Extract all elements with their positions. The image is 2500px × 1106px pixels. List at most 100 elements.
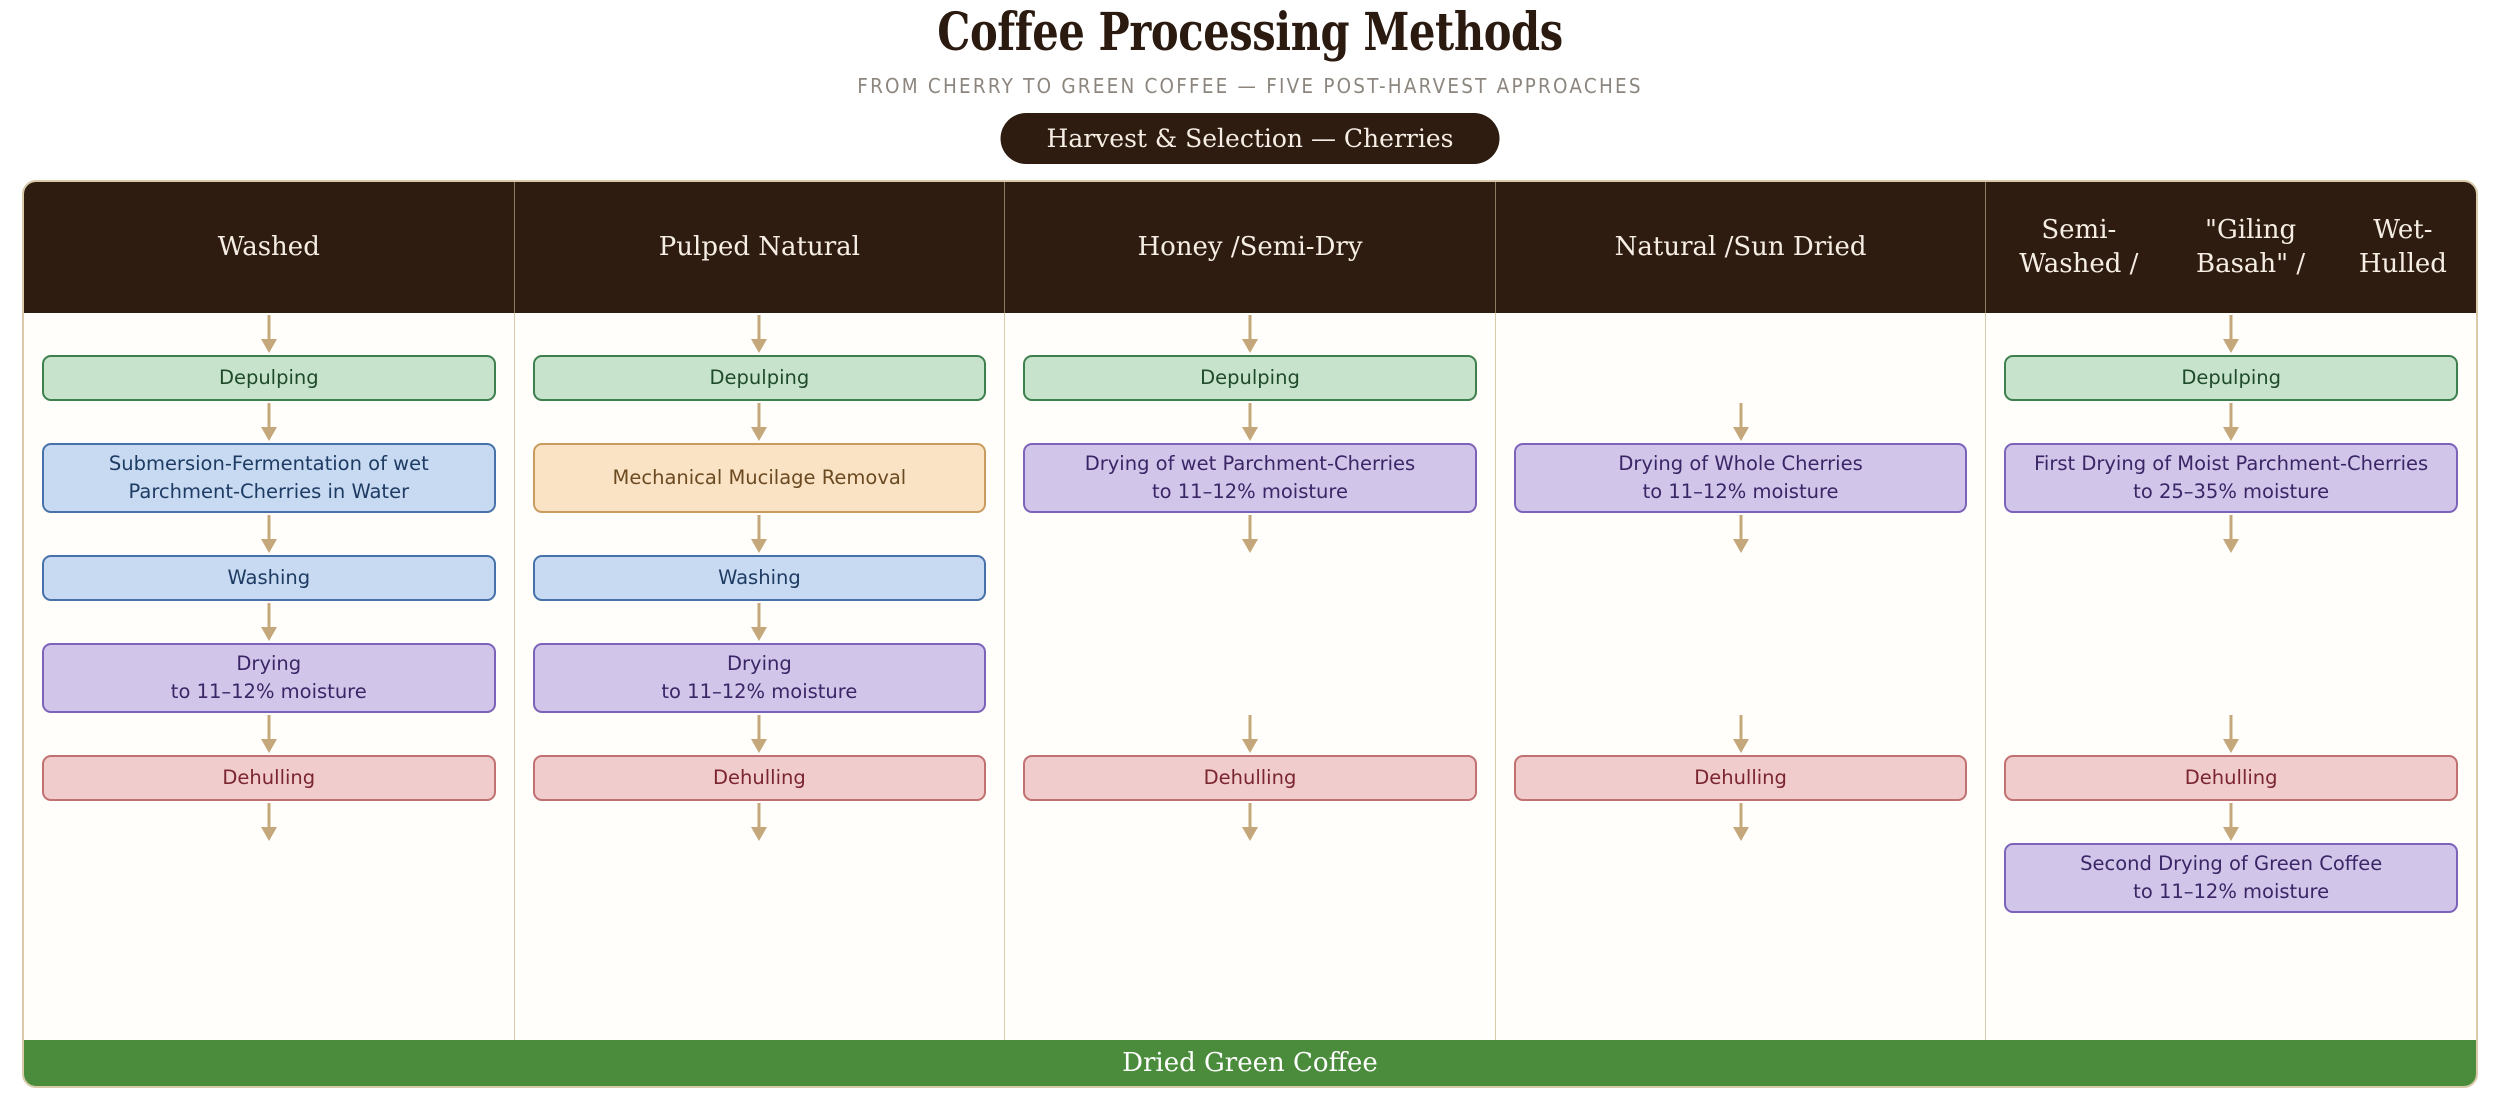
step-label: First Drying of Moist Parchment-Cherries — [2034, 452, 2429, 476]
down-arrow-icon — [2224, 315, 2238, 353]
down-arrow-icon — [1734, 715, 1748, 753]
step-slot: Depulping — [2004, 355, 2458, 401]
step-label: Depulping — [1200, 366, 1300, 390]
column-header-semi-washed: Semi-Washed /"Giling Basah" /Wet-Hulled — [1986, 182, 2476, 313]
down-arrow-icon — [262, 403, 276, 441]
step-label: Depulping — [709, 366, 810, 390]
down-arrow-icon — [1734, 515, 1748, 553]
empty-slot — [2004, 555, 2458, 601]
step-label: Washing — [718, 566, 801, 590]
arrow-slot — [42, 713, 496, 755]
step-sublabel: to 11–12% moisture — [2133, 880, 2330, 903]
column-body-grid: Depulping Submersion-Fermentation of wet… — [24, 313, 2476, 1040]
column-body-honey-semi-dry: Depulping Drying of wet Parchment-Cherri… — [1005, 313, 1496, 1040]
column-header-line: "Giling Basah" / — [2195, 214, 2306, 279]
step-sublabel: to 25–35% moisture — [2133, 480, 2330, 503]
arrow-slot — [2004, 401, 2458, 443]
step-drying-whole-cherries: Drying of Whole Cherries to 11–12% moist… — [1513, 443, 1968, 513]
down-arrow-icon — [262, 603, 276, 641]
step-slot: Second Drying of Green Coffee to 11–12% … — [2004, 843, 2458, 913]
down-arrow-icon — [752, 515, 766, 553]
step-label: Drying — [236, 652, 302, 676]
step-mechanical-mucilage-removal: Mechanical Mucilage Removal — [532, 443, 987, 513]
process-matrix-panel: Washed Pulped Natural Honey /Semi-Dry Na… — [22, 180, 2478, 1088]
down-arrow-icon — [752, 715, 766, 753]
arrow-slot — [1023, 513, 1477, 555]
step-label: Washing — [227, 566, 311, 590]
column-header-band: Washed Pulped Natural Honey /Semi-Dry Na… — [24, 182, 2476, 313]
arrow-slot — [42, 513, 496, 555]
step-washing: Washing — [532, 555, 987, 601]
step-slot: Depulping — [42, 355, 496, 401]
step-slot: Drying of Whole Cherries to 11–12% moist… — [1513, 443, 1968, 513]
empty-slot — [2004, 601, 2458, 643]
column-header-natural-sun-dried: Natural /Sun Dried — [1496, 182, 1987, 313]
down-arrow-icon — [262, 315, 276, 353]
empty-slot — [1514, 555, 1968, 601]
step-slot: Dehulling — [42, 755, 496, 801]
step-second-drying: Second Drying of Green Coffee to 11–12% … — [2004, 843, 2458, 913]
step-depulping: Depulping — [42, 355, 496, 401]
footer-label: Dried Green Coffee — [1122, 1048, 1378, 1078]
down-arrow-icon — [2224, 715, 2238, 753]
step-slot: Depulping — [532, 355, 987, 401]
step-dehulling: Dehulling — [2004, 755, 2458, 801]
column-header-honey-semi-dry: Honey /Semi-Dry — [1005, 182, 1496, 313]
arrow-slot — [42, 801, 496, 843]
column-header-pulped-natural: Pulped Natural — [515, 182, 1006, 313]
step-slot: Depulping — [1023, 355, 1477, 401]
step-slot: Drying to 11–12% moisture — [42, 643, 496, 713]
step-slot: Submersion-Fermentation of wet Parchment… — [42, 443, 496, 513]
down-arrow-icon — [752, 803, 766, 841]
down-arrow-icon — [752, 603, 766, 641]
arrow-slot — [2004, 513, 2458, 555]
step-drying: Drying to 11–12% moisture — [532, 643, 987, 713]
step-slot: First Drying of Moist Parchment-Cherries… — [2004, 443, 2458, 513]
step-depulping: Depulping — [2004, 355, 2458, 401]
step-sublabel: to 11–12% moisture — [661, 680, 858, 703]
column-header-washed: Washed — [24, 182, 515, 313]
page-title: Coffee Processing Methods — [937, 2, 1563, 63]
empty-slot — [1514, 643, 1968, 713]
down-arrow-icon — [1243, 315, 1257, 353]
empty-slot — [1023, 555, 1477, 601]
column-body-washed: Depulping Submersion-Fermentation of wet… — [24, 313, 515, 1040]
step-slot: Washing — [42, 555, 496, 601]
empty-slot — [2004, 643, 2458, 713]
arrow-slot — [2004, 801, 2458, 843]
step-slot: Washing — [532, 555, 987, 601]
step-label: Dehulling — [1203, 766, 1297, 790]
down-arrow-icon — [2224, 803, 2238, 841]
arrow-slot — [1023, 313, 1477, 355]
step-sublabel: to 11–12% moisture — [1642, 480, 1839, 503]
step-label: Dehulling — [1694, 766, 1787, 790]
empty-slot — [1023, 643, 1477, 713]
down-arrow-icon — [2224, 403, 2238, 441]
column-header-line: Pulped Natural — [658, 231, 860, 262]
arrow-slot — [42, 401, 496, 443]
arrow-slot — [533, 313, 987, 355]
footer-dried-green-coffee: Dried Green Coffee — [24, 1040, 2476, 1086]
empty-slot — [1514, 313, 1968, 355]
column-header-line: Washed — [217, 231, 320, 262]
step-sublabel: to 11–12% moisture — [170, 680, 367, 703]
step-washing: Washing — [42, 555, 496, 601]
step-slot: Dehulling — [2004, 755, 2458, 801]
step-label: Drying of Whole Cherries — [1618, 452, 1863, 476]
arrow-slot — [533, 801, 987, 843]
step-slot: Dehulling — [1023, 755, 1477, 801]
step-label: Depulping — [218, 366, 319, 390]
step-sublabel: to 11–12% moisture — [1151, 480, 1348, 503]
step-submersion-fermentation: Submersion-Fermentation of wet Parchment… — [42, 443, 496, 513]
step-slot: Dehulling — [1513, 755, 1968, 801]
down-arrow-icon — [1734, 803, 1748, 841]
down-arrow-icon — [1243, 403, 1257, 441]
step-depulping: Depulping — [532, 355, 987, 401]
empty-slot — [1514, 355, 1968, 401]
step-first-drying: First Drying of Moist Parchment-Cherries… — [2004, 443, 2458, 513]
step-label: Mechanical Mucilage Removal — [612, 466, 907, 490]
column-body-pulped-natural: Depulping Mechanical Mucilage Removal Wa… — [515, 313, 1006, 1040]
down-arrow-icon — [1243, 803, 1257, 841]
down-arrow-icon — [1734, 403, 1748, 441]
step-label: Drying — [727, 652, 792, 676]
